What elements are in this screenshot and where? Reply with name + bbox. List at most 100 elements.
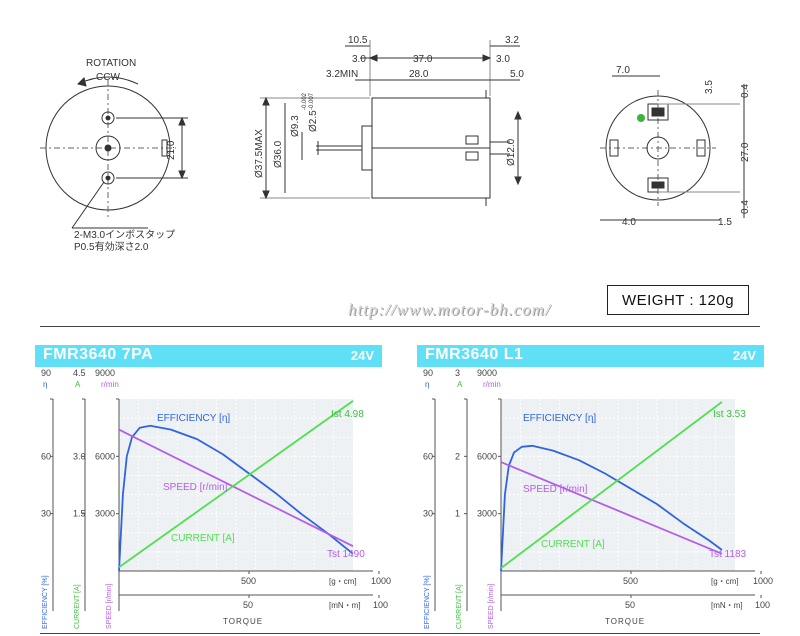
series-label-eta: EFFICIENCY [η] xyxy=(157,413,230,424)
y-axis-unit-current: A xyxy=(457,380,463,389)
dim-10-5: 10.5 xyxy=(348,35,368,46)
y-tick-current: 3.0 xyxy=(73,451,86,461)
x-tick-bottom: 100 xyxy=(373,600,388,610)
dim-0-4-a: 0.4 xyxy=(740,84,751,98)
dim-3-2-min: 3.2MIN xyxy=(326,69,358,80)
dim-2-5: Ø2.5 xyxy=(308,110,319,132)
x-axis-label: TORQUE xyxy=(605,617,645,626)
y-axis-unit-eta: η xyxy=(425,380,429,389)
y-tick-eta: 30 xyxy=(423,509,433,519)
weight-box: WEIGHT : 120g xyxy=(607,285,749,315)
y-tick-eta: 60 xyxy=(423,451,433,461)
dim-37-5-max: Ø37.5MAX xyxy=(254,129,265,178)
dim-3-5: 3.5 xyxy=(704,80,715,94)
technical-drawing: ROTATION CCW 21.0 2-M3.0インボスタップ P0.5有効深さ… xyxy=(40,35,751,253)
y-tick-speed: 6000 xyxy=(477,451,497,461)
dim-0-4-b: 0.4 xyxy=(740,200,751,214)
front-view xyxy=(40,76,188,229)
bottom-axis-label: CURRENT [A] xyxy=(456,584,463,629)
y-tick-current: 1.5 xyxy=(73,509,86,519)
series-line-current xyxy=(500,401,723,569)
x-tick-bottom: 50 xyxy=(243,600,253,610)
separator-line xyxy=(40,326,760,327)
series-label-speed: SPEED [r/min] xyxy=(163,482,228,493)
y-tick-current: 4.5 xyxy=(73,368,86,378)
annotation-tst: Tst 1183 xyxy=(709,549,746,560)
tolerance-lower: -0.007 xyxy=(309,92,315,110)
x-tick-bottom: 100 xyxy=(755,600,770,610)
y-tick-current: 1 xyxy=(455,509,460,519)
tap-note-1: 2-M3.0インボスタップ xyxy=(74,229,175,241)
dim-27: 27.0 xyxy=(740,142,751,162)
x-unit-top: [g・cm] xyxy=(329,577,357,586)
dim-1-5: 1.5 xyxy=(718,217,732,228)
y-tick-speed: 3000 xyxy=(95,509,115,519)
x-unit-top: [g・cm] xyxy=(711,577,739,586)
x-tick-bottom: 50 xyxy=(625,600,635,610)
dim-3-2-a: 3.2 xyxy=(505,35,519,46)
y-tick-current: 2 xyxy=(455,451,460,461)
rotation-direction: CCW xyxy=(96,72,120,83)
x-tick-top: 500 xyxy=(241,576,256,586)
bottom-axis-label: EFFICIENCY [%] xyxy=(42,575,49,629)
y-tick-eta: 90 xyxy=(41,368,51,378)
chart-title: FMR3640 L1 xyxy=(425,346,524,363)
series-line-eta xyxy=(500,444,723,572)
y-tick-speed: 9000 xyxy=(95,368,115,378)
dim-37: 37.0 xyxy=(413,54,433,65)
annotation-tst: Tst 1490 xyxy=(327,549,365,560)
y-tick-eta: 60 xyxy=(41,451,51,461)
series-label-current: CURRENT [A] xyxy=(171,533,235,544)
y-axis-unit-speed: r/min xyxy=(101,380,119,389)
dim-3-0-a: 3.0 xyxy=(352,54,366,65)
series-label-speed: SPEED [r/min] xyxy=(523,484,588,495)
y-axis-unit-eta: η xyxy=(43,380,47,389)
series-line-current xyxy=(118,400,354,568)
dim-12: Ø12.0 xyxy=(506,138,517,166)
dim-28: 28.0 xyxy=(409,69,429,80)
tap-note-2: P0.5有効深さ2.0 xyxy=(74,240,149,253)
chart-title: FMR3640 7PA xyxy=(43,346,154,363)
bottom-axis-label: SPEED [r/min] xyxy=(488,584,495,629)
chart-header: FMR3640 7PA 24V xyxy=(35,345,382,367)
annotation-ist: Ist 4.98 xyxy=(331,409,364,420)
y-tick-eta: 90 xyxy=(423,368,433,378)
y-tick-eta: 30 xyxy=(41,509,51,519)
chart-voltage: 24V xyxy=(350,348,374,363)
x-axis-label: TORQUE xyxy=(223,617,263,626)
series-line-speed xyxy=(118,428,354,548)
back-view xyxy=(600,75,745,221)
y-tick-current: 3 xyxy=(455,368,460,378)
series-line-speed xyxy=(500,461,723,555)
x-tick-top: 500 xyxy=(623,576,638,586)
side-view xyxy=(260,40,522,206)
dim-7: 7.0 xyxy=(616,65,630,76)
dim-9-3: Ø9.3 xyxy=(290,115,301,137)
performance-chart-l1: η 30 60 90A 1 2 3 r/min 3000 6000 9000 500 1000 50 100… xyxy=(423,368,773,629)
x-tick-top: 1000 xyxy=(753,576,773,586)
dim-4: 4.0 xyxy=(622,217,636,228)
dim-36: Ø36.0 xyxy=(273,140,284,168)
series-label-eta: EFFICIENCY [η] xyxy=(523,413,596,424)
series-label-current: CURRENT [A] xyxy=(541,539,605,550)
y-axis-unit-speed: r/min xyxy=(483,380,501,389)
dim-21: 21.0 xyxy=(166,140,177,160)
annotation-ist: Ist 3.53 xyxy=(713,409,746,420)
y-tick-speed: 6000 xyxy=(95,451,115,461)
dim-3-0-b: 3.0 xyxy=(496,54,510,65)
bottom-axis-label: SPEED [r/min] xyxy=(106,584,113,629)
x-tick-top: 1000 xyxy=(371,576,391,586)
y-tick-speed: 3000 xyxy=(477,509,497,519)
x-unit-bottom: [mN・m] xyxy=(711,601,743,610)
x-unit-bottom: [mN・m] xyxy=(329,601,361,610)
y-tick-speed: 9000 xyxy=(477,368,497,378)
dim-5: 5.0 xyxy=(510,69,524,80)
chart-header: FMR3640 L1 24V xyxy=(417,345,764,367)
tolerance-upper: -0.002 xyxy=(302,92,308,110)
bottom-axis-label: EFFICIENCY [%] xyxy=(424,575,431,629)
series-line-eta xyxy=(118,424,354,572)
website-url: http://www.motor-bh.com/ xyxy=(348,300,551,319)
